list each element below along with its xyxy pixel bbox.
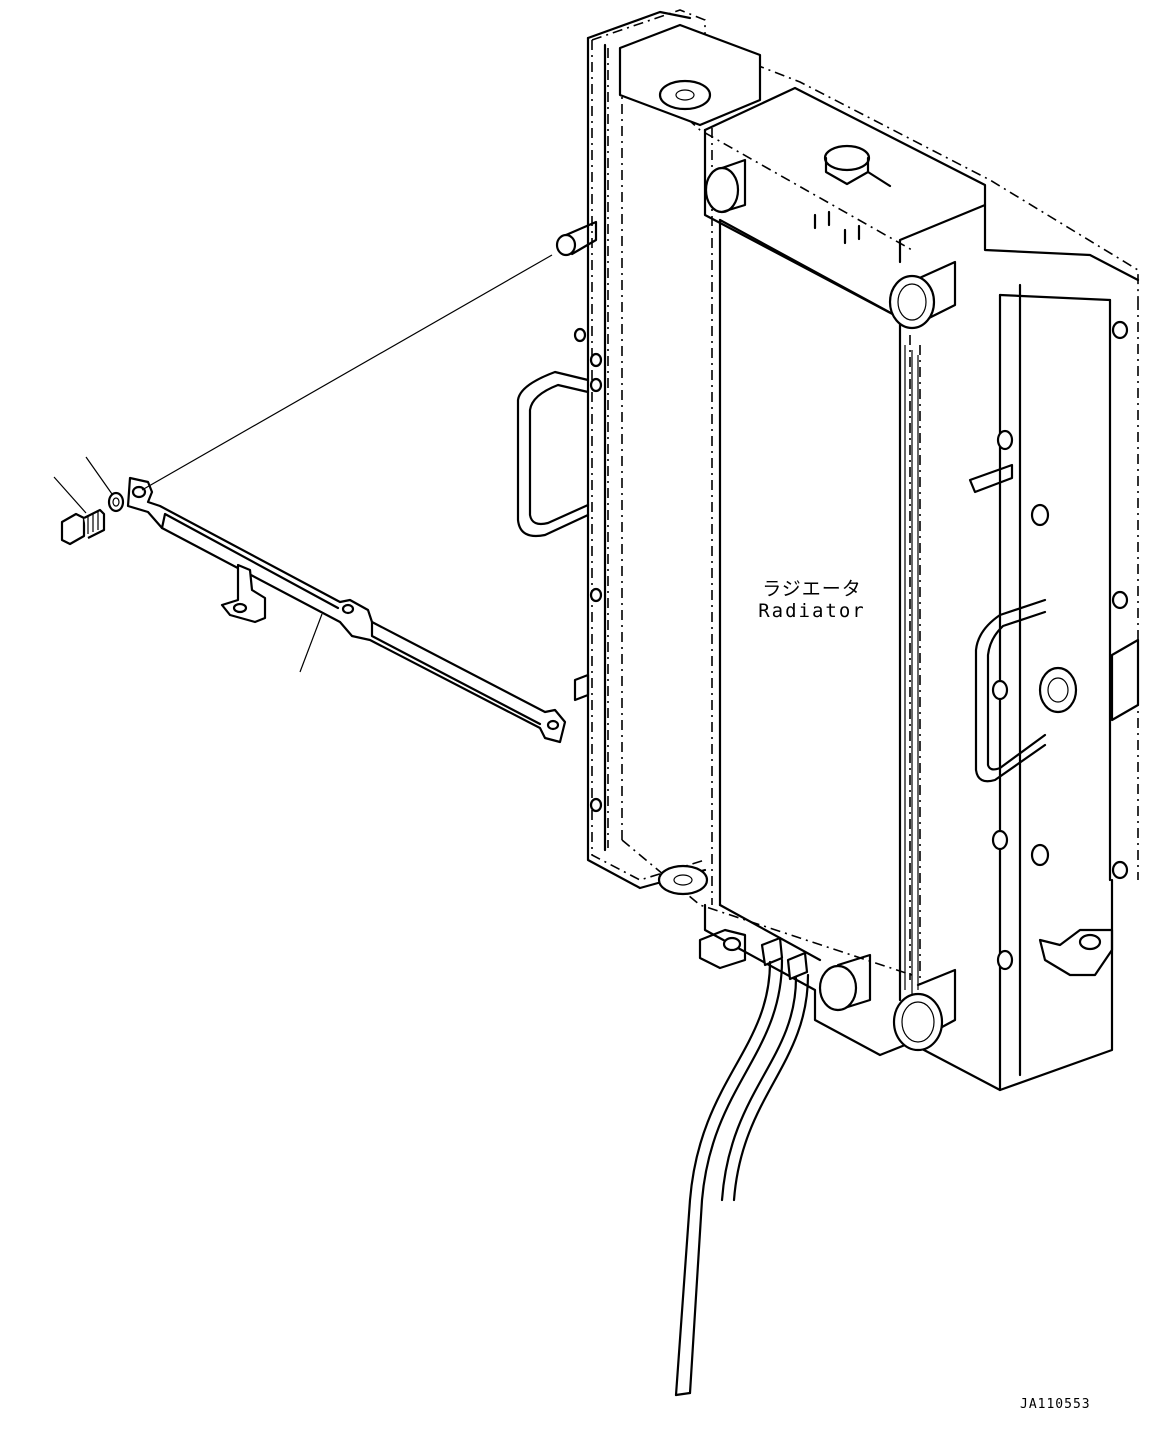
right-handle — [974, 598, 1047, 783]
core-strip — [904, 345, 919, 995]
upper-left-pipe — [618, 23, 762, 127]
drain-tubes — [674, 936, 810, 1397]
left-panel-bosses — [555, 220, 603, 813]
bolt — [60, 508, 106, 546]
drawing-code: JA110553 — [1020, 1397, 1091, 1412]
upper-right-pipe — [888, 260, 957, 330]
left-handle — [516, 370, 590, 538]
washer — [107, 491, 125, 513]
top-pins — [813, 210, 861, 245]
panel-bosses — [968, 320, 1129, 971]
bottom-bracket — [698, 928, 747, 970]
radiator-body — [586, 10, 1140, 1092]
upper-inlet-pipe — [704, 158, 747, 214]
leader-lines — [53, 254, 553, 673]
radiator-label-japanese: ラジエータ — [762, 578, 862, 600]
lower-right-pipe — [892, 968, 957, 1052]
lower-left-pipe — [657, 864, 709, 896]
stay-bar — [126, 476, 567, 744]
lower-center-pipe — [818, 953, 872, 1012]
radiator-label-english: Radiator — [758, 600, 866, 622]
radiator-cap — [823, 144, 892, 188]
